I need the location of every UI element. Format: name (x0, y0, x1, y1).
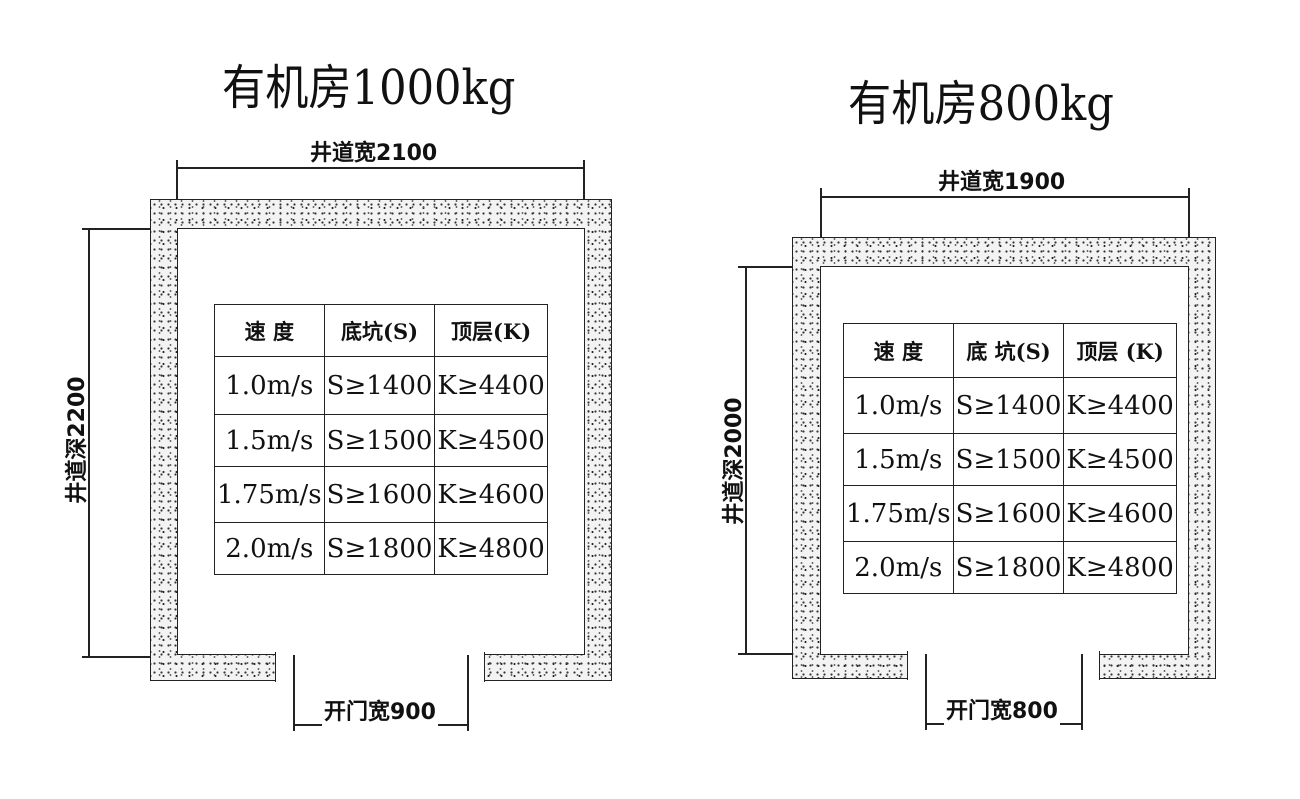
speed-cell: 2.0m/s (843, 541, 954, 594)
speed-cell: 1.75m/s (843, 485, 954, 542)
width-extension-line-right (583, 160, 585, 230)
table-row: 2.0m/s S≥1800 K≥4800 (214, 522, 548, 575)
depth-extension-line-top (738, 266, 822, 268)
pit-cell: S≥1800 (952, 541, 1065, 594)
speed-cell: 1.0m/s (843, 377, 954, 434)
door-opening (907, 651, 1100, 680)
top-cell: K≥4500 (1063, 433, 1177, 486)
pit-cell: S≥1600 (323, 466, 436, 523)
header-speed: 速 度 (214, 304, 325, 357)
width-extension-line-right (1188, 188, 1190, 268)
spec-table: 速 度 底 坑(S) 顶层 (K) 1.0m/s S≥1400 K≥4400 1… (843, 323, 1177, 594)
pit-cell: S≥1400 (323, 356, 436, 415)
depth-extension-line-bottom (82, 656, 178, 658)
table-header-row: 速 度 底坑(S) 顶层(K) (214, 304, 548, 357)
pit-cell: S≥1400 (952, 377, 1065, 434)
header-pit: 底坑(S) (323, 304, 436, 357)
top-cell: K≥4500 (434, 414, 548, 467)
top-cell: K≥4800 (434, 522, 548, 575)
speed-cell: 1.5m/s (214, 414, 325, 467)
pit-cell: S≥1800 (323, 522, 436, 575)
table-row: 1.0m/s S≥1400 K≥4400 (214, 356, 548, 415)
table-row: 1.75m/s S≥1600 K≥4600 (843, 485, 1177, 542)
speed-cell: 1.5m/s (843, 433, 954, 486)
shaft-width-label: 井道宽1900 (936, 170, 1068, 196)
width-extension-line-left (820, 188, 822, 268)
speed-cell: 1.0m/s (214, 356, 325, 415)
speed-cell: 2.0m/s (214, 522, 325, 575)
header-top: 顶层(K) (434, 304, 548, 357)
width-extension-line-left (176, 160, 178, 230)
top-cell: K≥4800 (1063, 541, 1177, 594)
door-extension-line-right (1081, 654, 1083, 730)
table-row: 1.5m/s S≥1500 K≥4500 (843, 433, 1177, 486)
door-extension-line-left (293, 655, 295, 731)
table-row: 1.0m/s S≥1400 K≥4400 (843, 377, 1177, 434)
door-width-label: 开门宽800 (944, 699, 1060, 725)
diagram-title: 有机房800kg (848, 76, 1114, 132)
depth-dimension-line (88, 228, 90, 657)
header-pit: 底 坑(S) (952, 323, 1065, 378)
top-cell: K≥4400 (1063, 377, 1177, 434)
header-top: 顶层 (K) (1063, 323, 1177, 378)
table-header-row: 速 度 底 坑(S) 顶层 (K) (843, 323, 1177, 378)
top-cell: K≥4400 (434, 356, 548, 415)
table-row: 1.5m/s S≥1500 K≥4500 (214, 414, 548, 467)
depth-extension-line-top (82, 228, 178, 230)
pit-cell: S≥1500 (323, 414, 436, 467)
depth-dimension-line (745, 266, 747, 654)
header-speed: 速 度 (843, 323, 954, 378)
diagram-title: 有机房1000kg (222, 60, 516, 116)
top-cell: K≥4600 (434, 466, 548, 523)
door-extension-line-right (467, 655, 469, 731)
top-cell: K≥4600 (1063, 485, 1177, 542)
door-width-label: 开门宽900 (322, 700, 438, 726)
spec-table: 速 度 底坑(S) 顶层(K) 1.0m/s S≥1400 K≥4400 1.5… (214, 304, 548, 575)
pit-cell: S≥1500 (952, 433, 1065, 486)
door-opening (275, 652, 485, 682)
pit-cell: S≥1600 (952, 485, 1065, 542)
door-extension-line-left (925, 654, 927, 730)
table-row: 2.0m/s S≥1800 K≥4800 (843, 541, 1177, 594)
shaft-depth-label: 井道深2000 (722, 397, 747, 525)
depth-extension-line-bottom (738, 653, 822, 655)
width-dimension-line (820, 196, 1189, 198)
width-dimension-line (176, 167, 584, 169)
shaft-width-label: 井道宽2100 (308, 141, 440, 167)
